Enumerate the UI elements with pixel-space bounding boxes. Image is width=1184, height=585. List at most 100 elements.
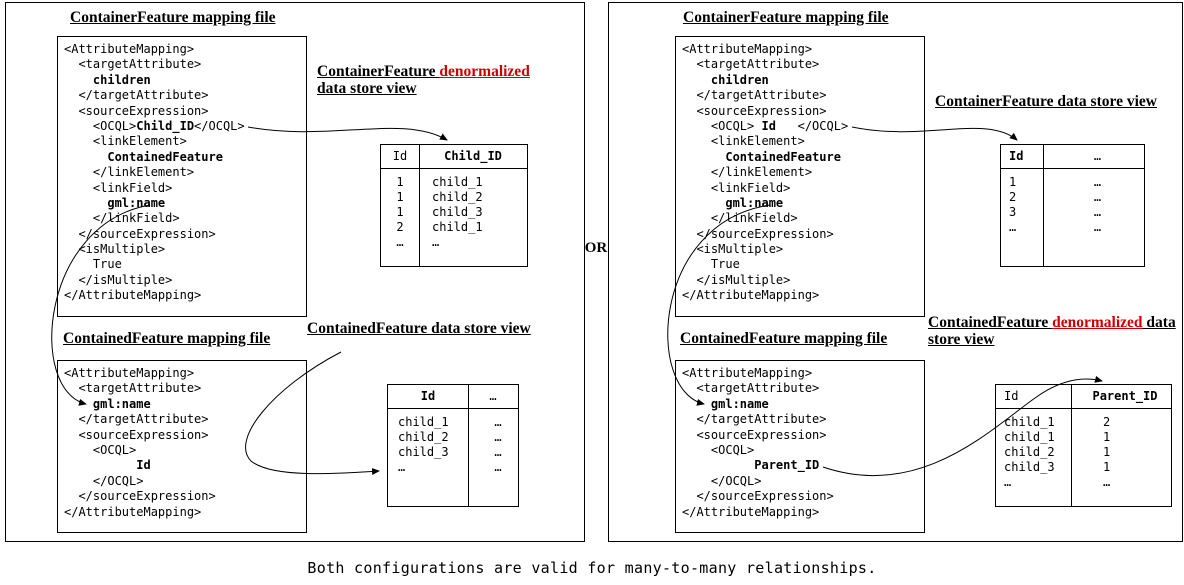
table-cell: … [419, 235, 527, 250]
text-run: gml:name [725, 195, 784, 210]
text-run: child_3 [1004, 460, 1055, 474]
table-row: 1 child_3 [381, 205, 527, 220]
text-run: ContainerFeature [317, 63, 440, 80]
table-cell: 3 [1001, 205, 1051, 220]
text-run: </targetAttribute> [64, 88, 209, 103]
text-run: 1 [1103, 460, 1111, 474]
text-run: … [396, 235, 404, 249]
xml-code-line: gml:name [682, 397, 922, 412]
text-run: </targetAttribute> [682, 412, 827, 427]
table-row: …… [381, 235, 527, 250]
text-run: 2 [1103, 415, 1111, 429]
column-header: Child_ID [419, 145, 527, 168]
table-cell: … [1051, 220, 1144, 235]
table-row: child_2… [388, 430, 518, 445]
table-row: 3… [1001, 205, 1144, 220]
text-run [682, 458, 754, 472]
xml-code-line: </linkField> [64, 211, 304, 226]
xml-code-line: </AttributeMapping> [682, 288, 922, 303]
text-run: ContainedFeature mapping file [63, 330, 271, 347]
table-cell: 2 [1079, 415, 1171, 430]
xml-code-line: </linkElement> [682, 165, 922, 180]
xml-code-line: <targetAttribute> [64, 381, 304, 396]
text-run: child_3 [432, 205, 483, 219]
text-run: Parent_ID [1092, 389, 1158, 403]
text-run: <targetAttribute> [64, 57, 202, 72]
table-cell: child_3 [419, 205, 527, 220]
text-run [64, 196, 107, 210]
table-cell: child_1 [388, 415, 478, 430]
xml-code-line: <AttributeMapping> [64, 366, 304, 381]
text-run: </sourceExpression> [682, 226, 834, 241]
or-label: OR [584, 240, 608, 256]
contained-view-table: Id…child_1…child_2…child_3……… [387, 384, 519, 507]
table-row: …… [1001, 220, 1144, 235]
table-cell: 2 [1001, 190, 1051, 205]
table-cell: child_3 [996, 460, 1079, 475]
xml-code-line: </sourceExpression> [682, 227, 922, 242]
table-row: child_3… [388, 445, 518, 460]
table-row: …… [388, 460, 518, 475]
text-run: </linkField> [64, 211, 180, 226]
text-run: … [1004, 475, 1012, 489]
contained-mapping-xml-box: <AttributeMapping> <targetAttribute> gml… [675, 360, 925, 533]
text-run: … [1103, 475, 1111, 489]
text-run: … [1093, 149, 1102, 163]
text-run: </isMultiple> [682, 272, 791, 287]
xml-code-line: <targetAttribute> [682, 381, 922, 396]
text-run: <OCQL> [64, 118, 137, 133]
text-run: ContainedFeature data store view [307, 320, 531, 337]
xml-code-line: <targetAttribute> [682, 57, 922, 72]
text-run: data store view [928, 314, 1176, 348]
text-run [64, 397, 93, 411]
text-run: <OCQL> [64, 442, 137, 457]
text-run: <linkField> [64, 180, 173, 195]
xml-code-line: <OCQL> Id </OCQL> [682, 119, 922, 134]
text-run: 1 [396, 175, 404, 189]
table-row: child_3 1 [996, 460, 1171, 475]
xml-code-line: <linkElement> [64, 134, 304, 149]
text-run: <AttributeMapping> [682, 366, 813, 380]
xml-code-line: ContainedFeature [64, 150, 304, 165]
text-run: Child_ID [444, 149, 502, 163]
text-run: Id [392, 149, 408, 163]
xml-code-line: <isMultiple> [64, 242, 304, 257]
table-cell: … [478, 460, 518, 475]
container-mapping-file-title: ContainerFeature mapping file [683, 9, 889, 26]
column-header: … [468, 385, 518, 408]
text-run: </OCQL> [775, 118, 849, 133]
text-run: gml:name [710, 396, 769, 411]
contained-mapping-file-title: ContainedFeature mapping file [63, 330, 270, 347]
contained-denormalized-view-title: ContainedFeature denormalized data store… [928, 314, 1184, 348]
text-run: </isMultiple> [64, 272, 173, 287]
xml-code-line: </sourceExpression> [64, 227, 304, 242]
text-run: <linkField> [682, 180, 791, 195]
table-cell: … [1051, 190, 1144, 205]
table-cell: … [1051, 205, 1144, 220]
table-cell: 1 [381, 190, 419, 205]
xml-code-line: </isMultiple> [64, 273, 304, 288]
text-run: denormalized [1052, 314, 1143, 331]
xml-code-line: <OCQL>Child_ID</OCQL> [64, 119, 304, 134]
table-cell: 1 [381, 205, 419, 220]
xml-code-line: <sourceExpression> [682, 104, 922, 119]
table-cell: 1 [1001, 175, 1051, 190]
xml-code-line: </sourceExpression> [64, 489, 304, 504]
xml-code-line: <OCQL> [682, 443, 922, 458]
text-run: … [494, 430, 502, 444]
table-cell: … [1079, 475, 1171, 490]
text-run: 1 [1103, 430, 1111, 444]
text-run: </AttributeMapping> [64, 504, 202, 519]
text-run [682, 196, 725, 210]
text-run: child_2 [1004, 445, 1055, 459]
xml-code-line: children [64, 73, 304, 88]
xml-code-line: </isMultiple> [682, 273, 922, 288]
column-header: Id [1001, 145, 1051, 168]
table-cell: … [1001, 220, 1051, 235]
xml-code-line: ContainedFeature [682, 150, 922, 165]
